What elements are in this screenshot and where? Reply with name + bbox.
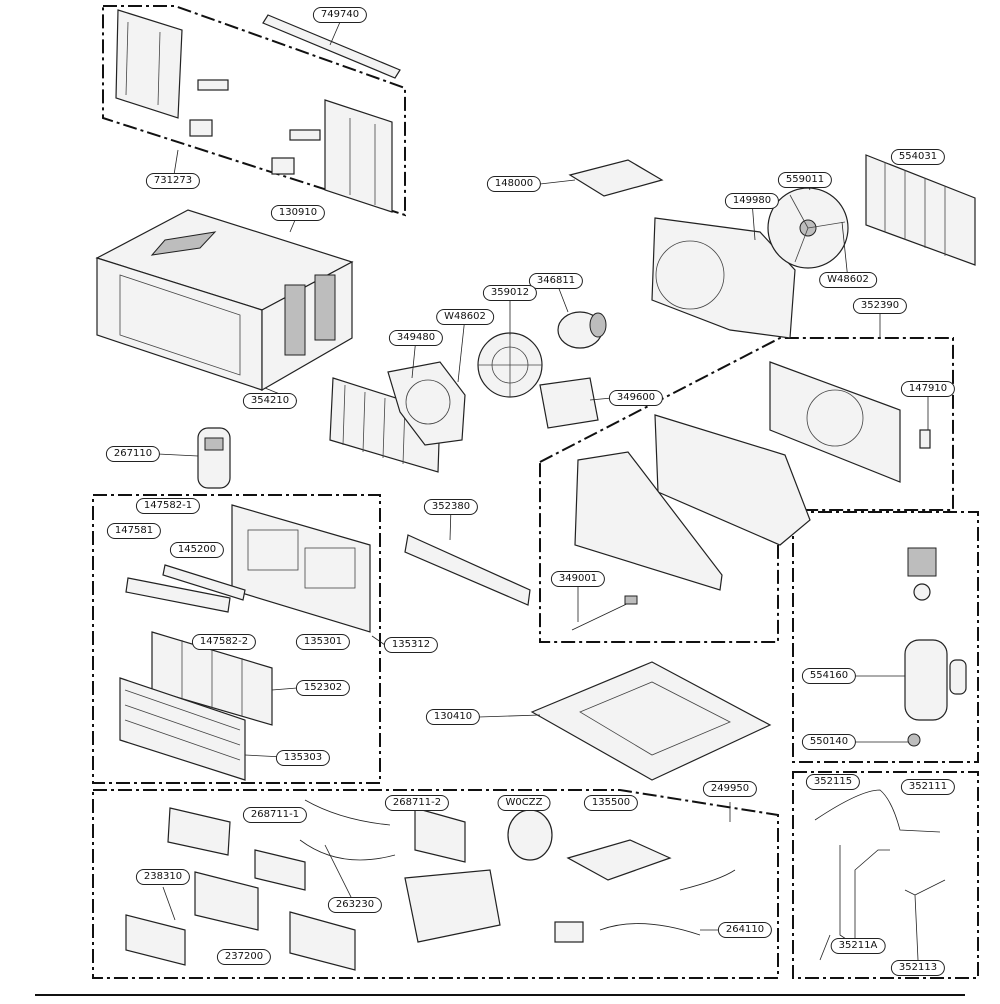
fan-motor-part (557, 311, 607, 349)
top-rail-part (262, 14, 401, 79)
part-label-267110: 267110 (105, 446, 161, 462)
part-label-249950: 249950 (702, 781, 758, 797)
part-label-152302: 152302 (295, 680, 351, 696)
part-label-352111: 352111 (900, 779, 956, 795)
part-label-352115: 352115 (805, 774, 861, 790)
part-label-145200: 145200 (169, 542, 225, 558)
part-label-147582-2: 147582-2 (191, 634, 257, 650)
part-label-149980: 149980 (724, 193, 780, 209)
part-label-237200: 237200 (216, 949, 272, 965)
side-curtain-left-part (115, 9, 183, 119)
part-label-w0czz: W0CZZ (497, 795, 551, 811)
part-label-263230: 263230 (327, 897, 383, 913)
part-label-130910: 130910 (270, 205, 326, 221)
sensor-wire-part (571, 595, 638, 631)
part-label-147581: 147581 (106, 523, 162, 539)
louver-rail-part (404, 534, 531, 606)
front-grille-part (119, 677, 246, 781)
part-label-349600: 349600 (608, 390, 664, 406)
part-label-554160: 554160 (801, 668, 857, 684)
part-label-749740: 749740 (312, 7, 368, 23)
blower-wheel-part (477, 332, 543, 398)
part-label-135500: 135500 (583, 795, 639, 811)
control-board-part (125, 807, 672, 971)
mounting-brackets-part (189, 79, 321, 175)
outer-cabinet-part (95, 209, 354, 392)
side-curtain-right-part (324, 99, 393, 213)
partition-panel-part (769, 361, 901, 483)
air-guide-part (654, 414, 811, 546)
base-pan-part (530, 661, 772, 781)
bottom-rule (35, 994, 965, 996)
air-filter-part (151, 631, 273, 726)
part-label-135303: 135303 (275, 750, 331, 766)
part-label-148000: 148000 (486, 176, 542, 192)
condenser-fan-part (767, 187, 849, 269)
part-label-346811: 346811 (528, 273, 584, 289)
compressor-part (904, 547, 967, 747)
front-grille-frame-part (231, 504, 371, 633)
part-label-238310: 238310 (135, 869, 191, 885)
remote-control-part (197, 427, 231, 489)
part-label-268711-1: 268711-1 (242, 807, 308, 823)
wire-harness-part (299, 799, 736, 936)
part-label-359012: 359012 (482, 285, 538, 301)
part-label-559011: 559011 (777, 172, 833, 188)
condenser-shroud-part (651, 217, 796, 339)
blower-housing-part (387, 361, 466, 446)
part-label-349001: 349001 (550, 571, 606, 587)
condenser-coil-part (865, 154, 976, 266)
louver-link-part (162, 564, 246, 601)
part-label-352380: 352380 (423, 499, 479, 515)
part-label-w48602-fan: W48602 (819, 272, 877, 288)
part-label-w48602-blower: W48602 (436, 309, 494, 325)
part-label-35211a: 35211A (830, 938, 886, 954)
part-label-147582-1: 147582-1 (135, 498, 201, 514)
base-frame-part (574, 451, 723, 591)
group-box-compressor (792, 511, 979, 763)
part-label-731273: 731273 (145, 173, 201, 189)
part-label-352113: 352113 (890, 960, 946, 976)
motor-mount-part (539, 377, 599, 429)
part-label-130410: 130410 (425, 709, 481, 725)
part-label-550140: 550140 (801, 734, 857, 750)
part-label-354210: 354210 (242, 393, 298, 409)
part-label-135312: 135312 (383, 637, 439, 653)
group-box-tubing (792, 771, 979, 979)
part-label-264110: 264110 (717, 922, 773, 938)
part-label-268711-2: 268711-2 (384, 795, 450, 811)
part-label-135301: 135301 (295, 634, 351, 650)
group-box-base-pan (539, 337, 954, 643)
group-box-front-panel (92, 494, 381, 784)
part-label-349480: 349480 (388, 330, 444, 346)
small-clip-part (919, 429, 931, 449)
part-label-554031: 554031 (890, 149, 946, 165)
tubing-part (814, 789, 946, 961)
vertical-louver-part (125, 577, 231, 613)
top-bracket-part (568, 159, 664, 197)
group-box-control (92, 789, 779, 979)
group-box-frame-kit (102, 5, 406, 217)
part-label-352390: 352390 (852, 298, 908, 314)
part-label-147910: 147910 (900, 381, 956, 397)
